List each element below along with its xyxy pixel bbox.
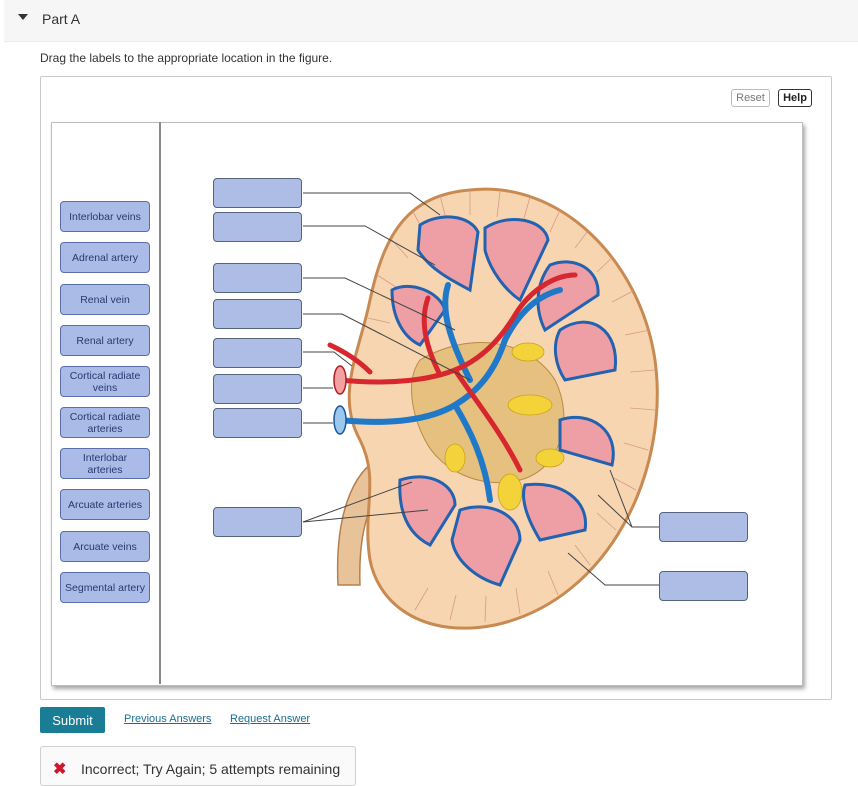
drop-target-5[interactable] [213, 338, 302, 368]
drop-target-7[interactable] [213, 408, 302, 438]
label-chip-arcuate-veins[interactable]: Arcuate veins [60, 531, 150, 562]
drop-target-3[interactable] [213, 263, 302, 293]
label-chip-renal-artery[interactable]: Renal artery [60, 325, 150, 356]
drop-target-6[interactable] [213, 374, 302, 404]
label-chip-adrenal-artery[interactable]: Adrenal artery [60, 242, 150, 273]
drop-target-2[interactable] [213, 212, 302, 242]
drop-target-8[interactable] [213, 507, 302, 537]
feedback-text: Incorrect; Try Again; 5 attempts remaini… [81, 761, 340, 777]
label-chip-interlobar-arteries[interactable]: Interlobar arteries [60, 448, 150, 479]
label-chip-segmental-artery[interactable]: Segmental artery [60, 572, 150, 603]
renal-artery-cut-end [334, 366, 346, 394]
feedback-banner: ✖ Incorrect; Try Again; 5 attempts remai… [40, 746, 356, 786]
submit-button[interactable]: Submit [40, 707, 105, 733]
label-chip-interlobar-veins[interactable]: Interlobar veins [60, 201, 150, 232]
label-chip-renal-vein[interactable]: Renal vein [60, 284, 150, 315]
label-chip-cortical-radiate-arteries[interactable]: Cortical radiate arteries [60, 407, 150, 438]
drop-target-10[interactable] [659, 571, 748, 601]
previous-answers-link[interactable]: Previous Answers [124, 713, 211, 725]
renal-vein-cut-end [334, 406, 346, 434]
request-answer-link[interactable]: Request Answer [230, 713, 310, 725]
label-chip-arcuate-arteries[interactable]: Arcuate arteries [60, 489, 150, 520]
drop-target-4[interactable] [213, 299, 302, 329]
x-icon: ✖ [53, 759, 66, 779]
drop-target-1[interactable] [213, 178, 302, 208]
label-chip-cortical-radiate-veins[interactable]: Cortical radiate veins [60, 366, 150, 397]
drop-target-9[interactable] [659, 512, 748, 542]
